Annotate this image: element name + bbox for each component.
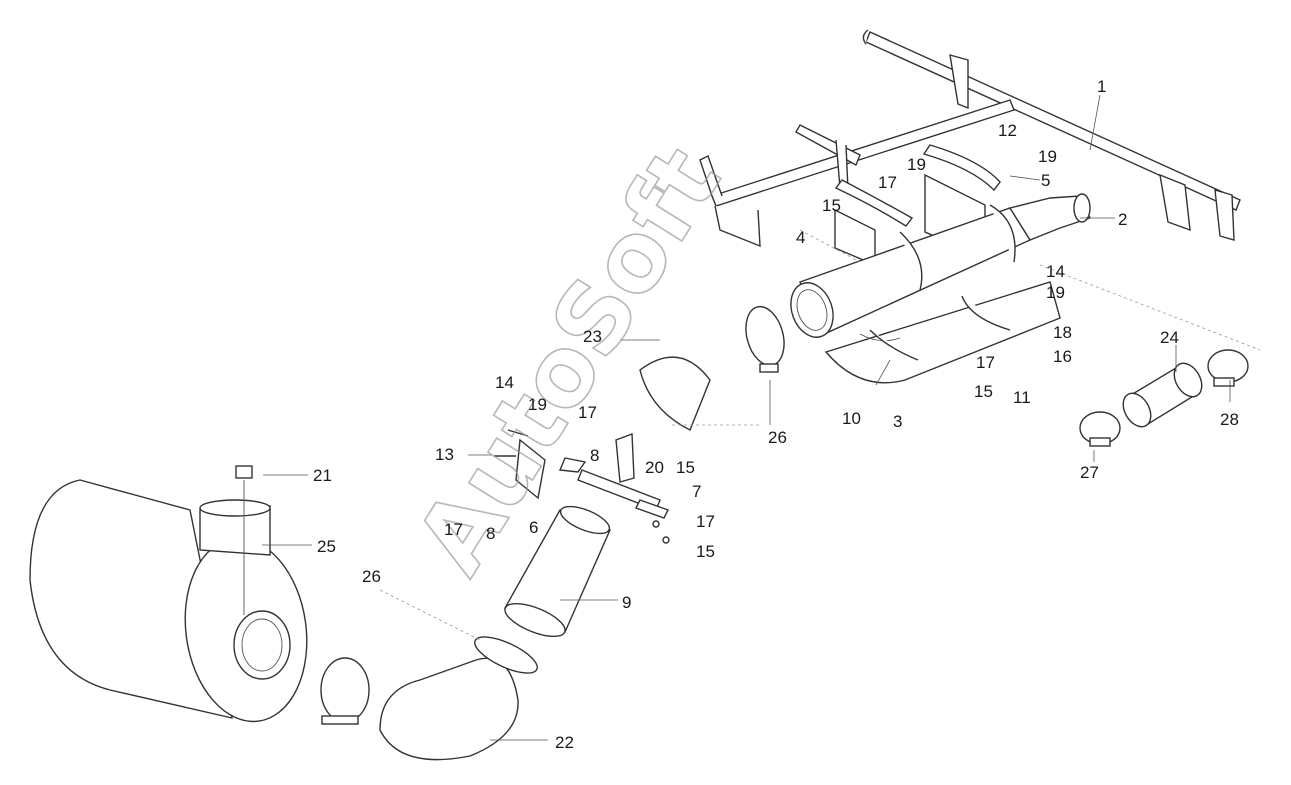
callout-20: 20 bbox=[645, 458, 664, 477]
callout-15a: 15 bbox=[822, 196, 841, 215]
callout-14a: 14 bbox=[495, 373, 514, 392]
callout-26b: 26 bbox=[362, 567, 381, 586]
callout-15b: 15 bbox=[676, 458, 695, 477]
callout-18: 18 bbox=[1053, 323, 1072, 342]
callout-19a: 19 bbox=[907, 155, 926, 174]
leader-lines bbox=[262, 94, 1261, 741]
callout-22: 22 bbox=[555, 733, 574, 752]
callout-17d: 17 bbox=[696, 512, 715, 531]
callout-23: 23 bbox=[583, 327, 602, 346]
callout-27: 27 bbox=[1080, 463, 1099, 482]
callout-13: 13 bbox=[435, 445, 454, 464]
callout-4: 4 bbox=[796, 228, 805, 247]
callout-labels: 1 2 3 4 5 6 7 8 8 9 10 11 12 13 14 14 15… bbox=[313, 77, 1239, 752]
callout-19c: 19 bbox=[1046, 283, 1065, 302]
elbow-hose-22 bbox=[320, 636, 538, 761]
callout-19d: 19 bbox=[528, 395, 547, 414]
callout-17c: 17 bbox=[444, 520, 463, 539]
callout-26a: 26 bbox=[768, 428, 787, 447]
filter-element-part bbox=[503, 505, 611, 638]
callout-21: 21 bbox=[313, 466, 332, 485]
callout-11: 11 bbox=[1013, 388, 1031, 407]
callout-28: 28 bbox=[1220, 410, 1239, 429]
heat-shield-part bbox=[824, 281, 1061, 384]
callout-12: 12 bbox=[998, 121, 1017, 140]
callout-16: 16 bbox=[1053, 347, 1072, 366]
callout-14b: 14 bbox=[1046, 262, 1065, 281]
hose-23-group bbox=[639, 305, 785, 431]
hose-24-group bbox=[1079, 349, 1249, 447]
callout-19b: 19 bbox=[1038, 147, 1057, 166]
callout-6: 6 bbox=[529, 518, 538, 537]
callout-17e: 17 bbox=[976, 353, 995, 372]
bracket-details bbox=[494, 429, 670, 544]
callout-8a: 8 bbox=[590, 446, 599, 465]
callout-5: 5 bbox=[1041, 171, 1050, 190]
callout-1: 1 bbox=[1097, 77, 1106, 96]
callout-3: 3 bbox=[893, 412, 902, 431]
callout-17a: 17 bbox=[878, 173, 897, 192]
main-pipe-part bbox=[790, 193, 1091, 338]
callout-15c: 15 bbox=[696, 542, 715, 561]
callout-15d: 15 bbox=[974, 382, 993, 401]
callout-7: 7 bbox=[692, 482, 701, 501]
callout-9: 9 bbox=[622, 593, 631, 612]
frame-bracket-assembly bbox=[699, 29, 1241, 267]
callout-25: 25 bbox=[317, 537, 336, 556]
callout-8b: 8 bbox=[486, 524, 495, 543]
callout-24: 24 bbox=[1160, 328, 1179, 347]
callout-17b: 17 bbox=[578, 403, 597, 422]
callout-2: 2 bbox=[1118, 210, 1127, 229]
callout-10: 10 bbox=[842, 409, 861, 428]
air-cleaner-housing bbox=[29, 465, 308, 723]
